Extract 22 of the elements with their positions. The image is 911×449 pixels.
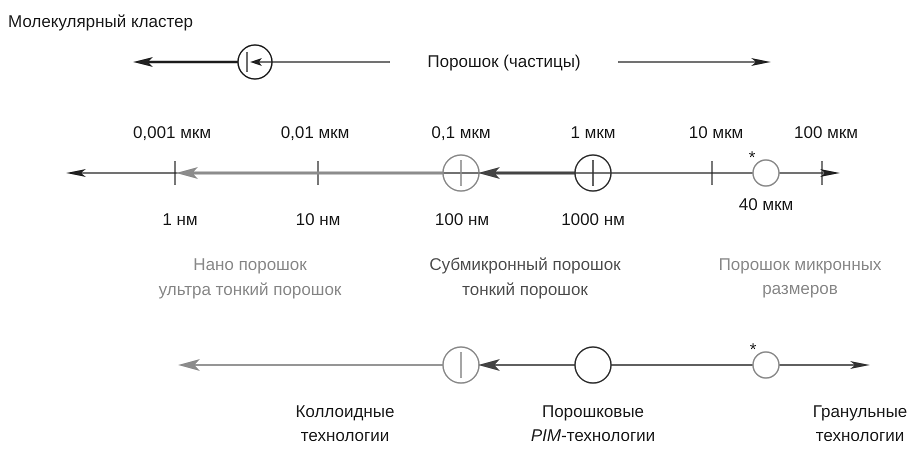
scale-label: 1000 нм <box>561 209 625 231</box>
asterisk-mark: * <box>750 339 756 361</box>
technology-label: Коллоидные технологии <box>294 401 396 447</box>
scale-label: 10 нм <box>296 209 340 231</box>
scale-label: 40 мкм <box>738 194 794 216</box>
scale-label: 100 нм <box>434 209 490 231</box>
technology-label: Порошковые PIM-технологии <box>530 401 656 447</box>
scale-label: 0,001 мкм <box>132 122 212 144</box>
category-label: Порошок микронных размеров <box>718 254 882 300</box>
scale-label: 10 мкм <box>688 122 744 144</box>
technology-label: Гранульные технологии <box>812 401 908 447</box>
scale-label: 1 нм <box>162 209 198 231</box>
category-label: ультра тонкий порошок <box>158 279 342 301</box>
scale-label: 0,01 мкм <box>280 122 350 144</box>
category-label: тонкий порошок <box>462 279 588 301</box>
asterisk-mark: * <box>748 147 756 169</box>
scale-label: 100 мкм <box>794 122 858 144</box>
heading: Молекулярный кластер <box>8 11 193 33</box>
category-label: Нано порошок <box>193 254 307 276</box>
scale-label: 1 мкм <box>570 122 616 144</box>
scale-label: 0,1 мкм <box>431 122 491 144</box>
category-label: Субмикронный порошок <box>429 254 621 276</box>
